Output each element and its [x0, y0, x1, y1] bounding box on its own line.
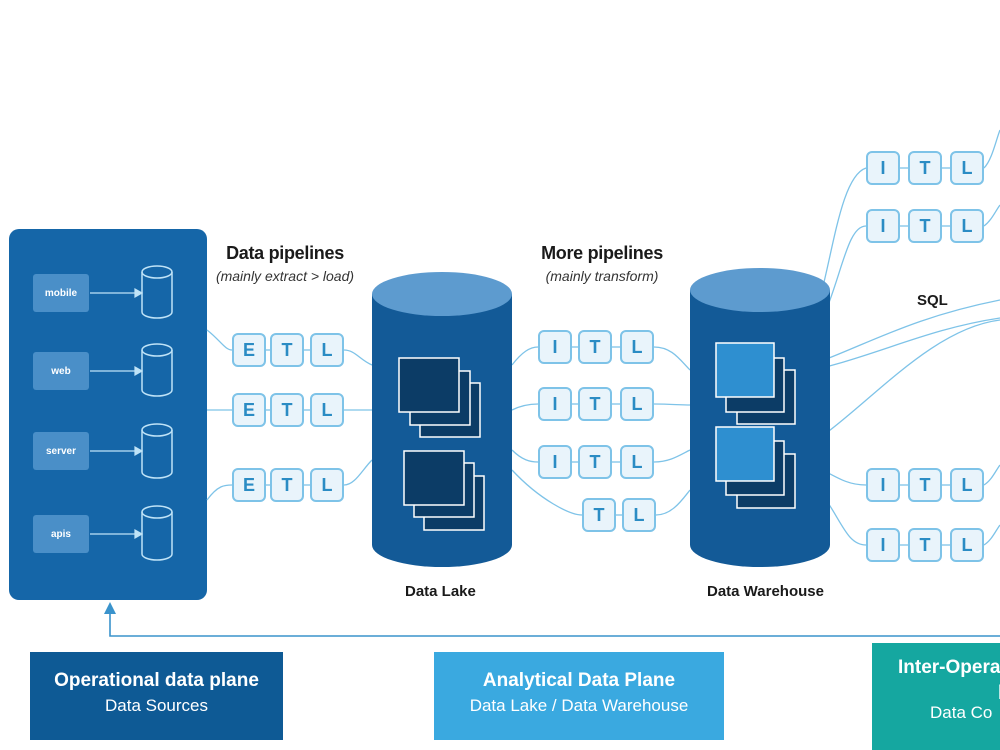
tl-mid4-t: T [582, 498, 616, 532]
source-server: server [33, 432, 89, 470]
etl-row2-l: L [310, 393, 344, 427]
analytical-plane-sub: Data Lake / Data Warehouse [469, 696, 689, 715]
data-lake-files-icon [398, 357, 485, 531]
tl-mid4-l: L [622, 498, 656, 532]
itl-right3-t: T [908, 468, 942, 502]
itl-mid2-l: L [620, 387, 654, 421]
itl-right3-i: I [866, 468, 900, 502]
etl-row3-t: T [270, 468, 304, 502]
operational-plane-title: Operational data plane [54, 670, 259, 691]
data-warehouse-tables-icon [715, 342, 796, 509]
itl-right3-l: L [950, 468, 984, 502]
inter-operational-plane-box: Inter-Opera pla Data Co [872, 643, 1000, 750]
data-warehouse-label: Data Warehouse [707, 583, 824, 600]
more-pipelines-title: More pipelines [541, 243, 663, 263]
itl-right4-i: I [866, 528, 900, 562]
etl-row2-t: T [270, 393, 304, 427]
sql-label: SQL [917, 292, 948, 309]
itl-mid1-i: I [538, 330, 572, 364]
itl-mid2-i: I [538, 387, 572, 421]
operational-plane-sub: Data Sources [105, 696, 208, 715]
data-lake-cylinder [372, 272, 512, 567]
etl-row1-l: L [310, 333, 344, 367]
itl-right2-l: L [950, 209, 984, 243]
itl-right4-l: L [950, 528, 984, 562]
source-mobile: mobile [33, 274, 89, 312]
inter-plane-title: Inter-Opera [898, 657, 1000, 678]
more-pipelines-header: More pipelines (mainly transform) [512, 243, 692, 284]
feedback-arrow [104, 602, 1000, 637]
analytical-plane-box: Analytical Data Plane Data Lake / Data W… [434, 652, 724, 740]
data-lake-label: Data Lake [405, 583, 476, 600]
operational-source-panel [9, 229, 207, 600]
itl-right1-i: I [866, 151, 900, 185]
web-db-icon [141, 343, 173, 397]
operational-plane-box: Operational data plane Data Sources [30, 652, 283, 740]
itl-right2-t: T [908, 209, 942, 243]
data-pipelines-subtitle: (mainly extract > load) [215, 268, 355, 284]
inter-plane-title-2: pla [898, 679, 1000, 701]
mobile-db-icon [141, 265, 173, 319]
itl-right2-i: I [866, 209, 900, 243]
itl-mid1-t: T [578, 330, 612, 364]
itl-mid3-l: L [620, 445, 654, 479]
itl-mid2-t: T [578, 387, 612, 421]
etl-row2-e: E [232, 393, 266, 427]
itl-mid3-t: T [578, 445, 612, 479]
etl-row3-l: L [310, 468, 344, 502]
data-pipelines-header: Data pipelines (mainly extract > load) [200, 243, 370, 284]
data-warehouse-cylinder [690, 268, 830, 567]
more-pipelines-subtitle: (mainly transform) [545, 268, 659, 284]
analytical-plane-title: Analytical Data Plane [482, 670, 676, 691]
inter-plane-sub: Data Co [930, 703, 993, 722]
itl-right4-t: T [908, 528, 942, 562]
etl-row1-t: T [270, 333, 304, 367]
source-apis: apis [33, 515, 89, 553]
itl-right1-t: T [908, 151, 942, 185]
data-pipelines-title: Data pipelines [226, 243, 344, 263]
itl-mid1-l: L [620, 330, 654, 364]
source-arrows [90, 287, 144, 540]
etl-row1-e: E [232, 333, 266, 367]
itl-right1-l: L [950, 151, 984, 185]
itl-mid3-i: I [538, 445, 572, 479]
server-db-icon [141, 423, 173, 479]
apis-db-icon [141, 505, 173, 561]
source-web: web [33, 352, 89, 390]
etl-row3-e: E [232, 468, 266, 502]
